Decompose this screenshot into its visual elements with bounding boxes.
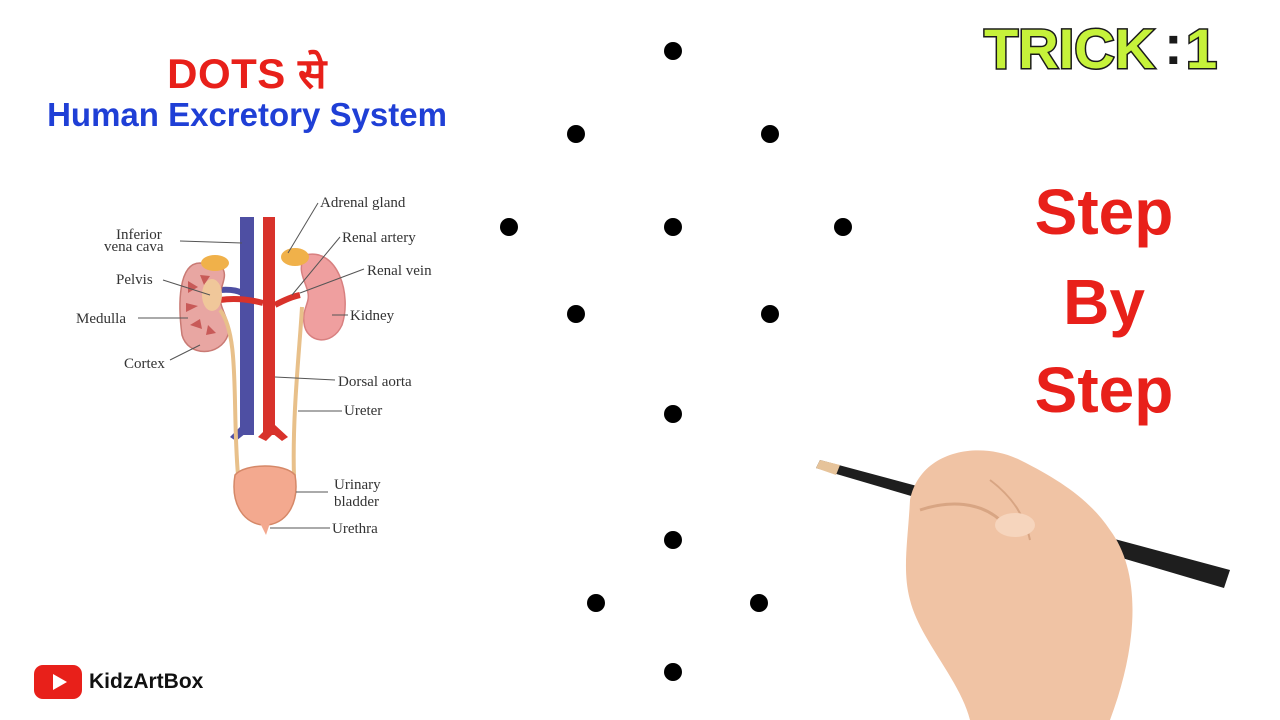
dot <box>500 218 518 236</box>
step-text-1: Step <box>1034 176 1174 248</box>
channel-name: KidzArtBox <box>89 670 204 693</box>
label-medulla: Medulla <box>76 311 126 327</box>
dot <box>761 125 779 143</box>
youtube-icon <box>34 665 82 699</box>
dot <box>664 531 682 549</box>
label-urethra: Urethra <box>332 521 378 537</box>
dot <box>834 218 852 236</box>
excretory-system-diagram: Adrenal gland Inferior vena cava Renal a… <box>76 195 432 537</box>
dot <box>664 405 682 423</box>
trick-badge: TRICK : 1 <box>983 14 1219 76</box>
dot <box>664 42 682 60</box>
label-renal-vein: Renal vein <box>367 263 432 279</box>
bladder-shape <box>233 465 297 526</box>
label-inferior: Inferior <box>116 227 162 243</box>
hand-shape <box>905 450 1133 720</box>
label-kidney: Kidney <box>350 308 395 324</box>
dot <box>761 305 779 323</box>
step-text-3: Step <box>1034 354 1174 426</box>
dot <box>567 305 585 323</box>
label-bladder: bladder <box>334 494 379 510</box>
dot <box>587 594 605 612</box>
label-vena-cava: vena cava <box>104 239 164 255</box>
title-english: Human Excretory System <box>47 96 447 133</box>
dot <box>664 218 682 236</box>
hand-with-pencil <box>816 450 1230 720</box>
trick-label: TRICK <box>984 17 1155 76</box>
aorta-shape <box>263 217 275 435</box>
label-pelvis: Pelvis <box>116 272 153 288</box>
title-hindi: DOTS से <box>167 50 327 97</box>
label-renal-artery: Renal artery <box>342 230 416 246</box>
dot <box>567 125 585 143</box>
trick-separator: : <box>1164 14 1183 76</box>
right-kidney-shape <box>300 253 346 341</box>
label-cortex: Cortex <box>124 356 165 372</box>
trick-number: 1 <box>1186 17 1217 76</box>
label-dorsal-aorta: Dorsal aorta <box>338 374 412 390</box>
dot <box>664 663 682 681</box>
step-text-2: By <box>1063 266 1145 338</box>
label-urinary: Urinary <box>334 477 381 493</box>
label-ureter: Ureter <box>344 403 382 419</box>
vena-cava-shape <box>240 217 254 435</box>
dot <box>750 594 768 612</box>
label-adrenal-gland: Adrenal gland <box>320 195 406 211</box>
